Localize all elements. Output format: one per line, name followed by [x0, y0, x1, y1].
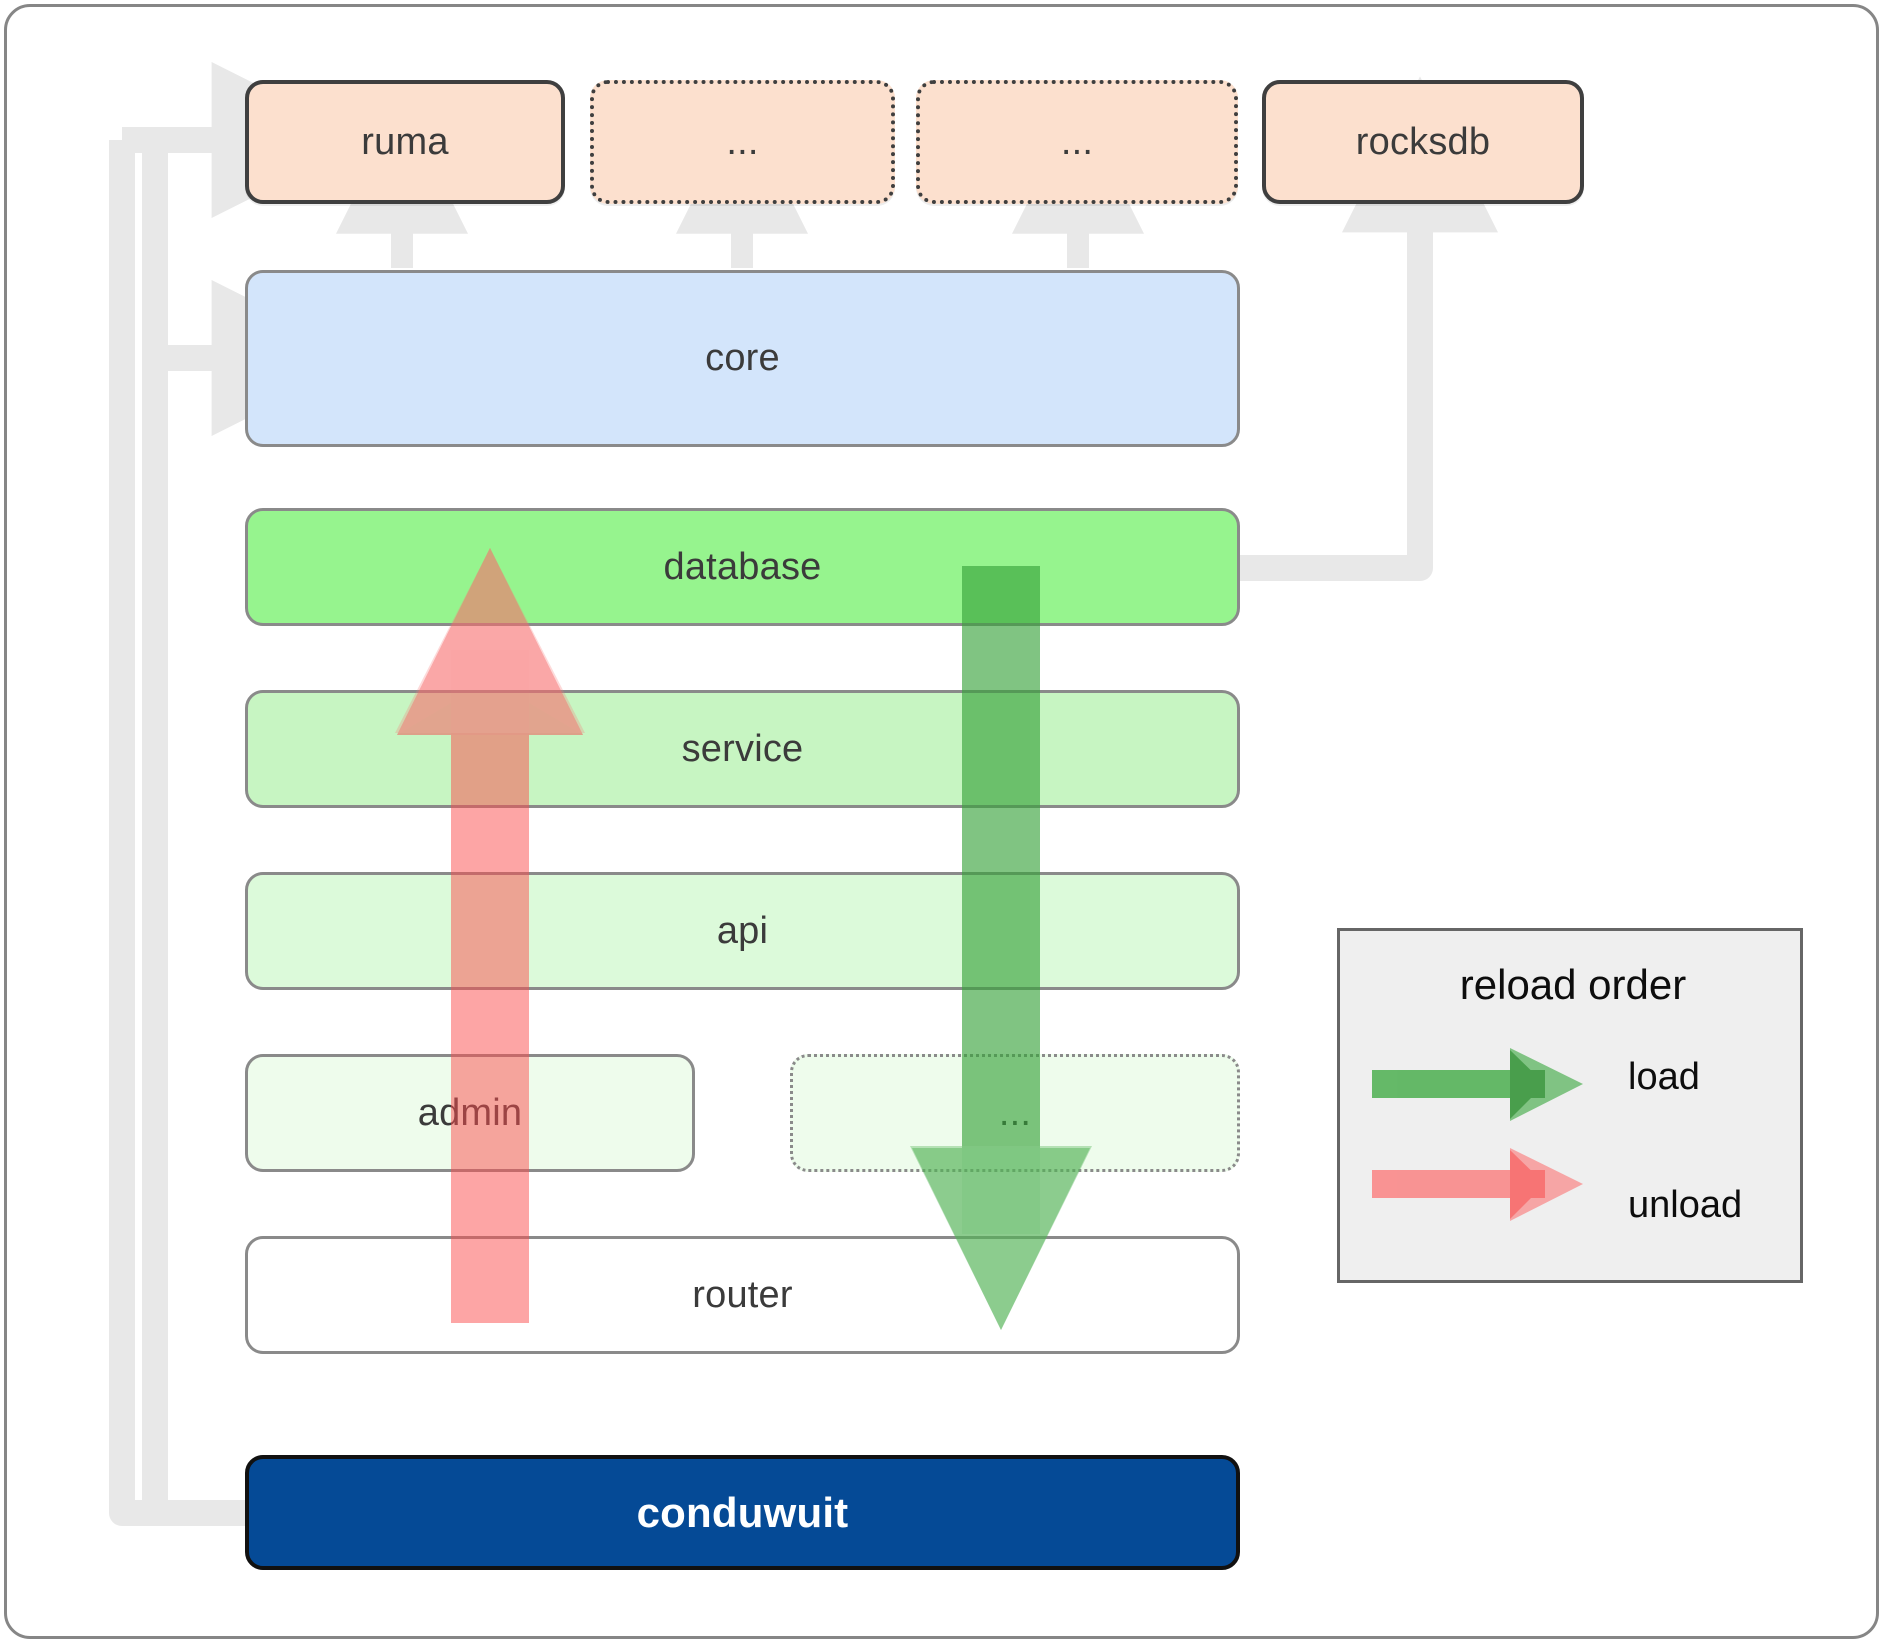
dependency-label-rocksdb: rocksdb — [1355, 120, 1491, 163]
layer-label-api: api — [716, 909, 769, 952]
legend-arrow-swatches — [1372, 1048, 1583, 1221]
layer-box-admin[interactable]: admin — [245, 1054, 695, 1172]
layer-label-core: core — [705, 337, 780, 379]
layer-box-core[interactable]: core — [245, 270, 1240, 447]
layer-label-admin: admin — [417, 1091, 523, 1134]
dependency-box-ruma[interactable]: ruma — [245, 80, 565, 204]
dependency-label-dep3: ... — [1060, 120, 1094, 163]
legend-label-unload: unload — [1628, 1184, 1743, 1226]
dependency-box-dep3[interactable]: ... — [916, 80, 1238, 204]
dependency-box-rocksdb[interactable]: rocksdb — [1262, 80, 1584, 204]
layer-box-service[interactable]: service — [245, 690, 1240, 808]
dependency-label-dep2: ... — [726, 120, 759, 163]
layer-label-dots: ... — [998, 1091, 1032, 1134]
legend-panel: reload order load unload — [1337, 928, 1803, 1283]
dependency-label-ruma: ruma — [361, 120, 449, 163]
legend-title: reload order — [1459, 961, 1687, 1008]
legend-label-load: load — [1628, 1056, 1700, 1098]
layer-box-dots[interactable]: ... — [790, 1054, 1240, 1172]
binary-label-conduwuit: conduwuit — [636, 1488, 849, 1536]
dependency-box-dep2[interactable]: ... — [590, 80, 895, 204]
layer-label-service: service — [681, 727, 804, 770]
layer-box-database[interactable]: database — [245, 508, 1240, 626]
layer-box-router[interactable]: router — [245, 1236, 1240, 1354]
legend-unload-swatch — [1372, 1148, 1583, 1221]
layer-label-router: router — [692, 1273, 793, 1316]
binary-box-conduwuit[interactable]: conduwuit — [245, 1455, 1240, 1570]
layer-label-database: database — [663, 545, 822, 588]
legend-load-swatch — [1372, 1048, 1583, 1121]
layer-box-api[interactable]: api — [245, 872, 1240, 990]
